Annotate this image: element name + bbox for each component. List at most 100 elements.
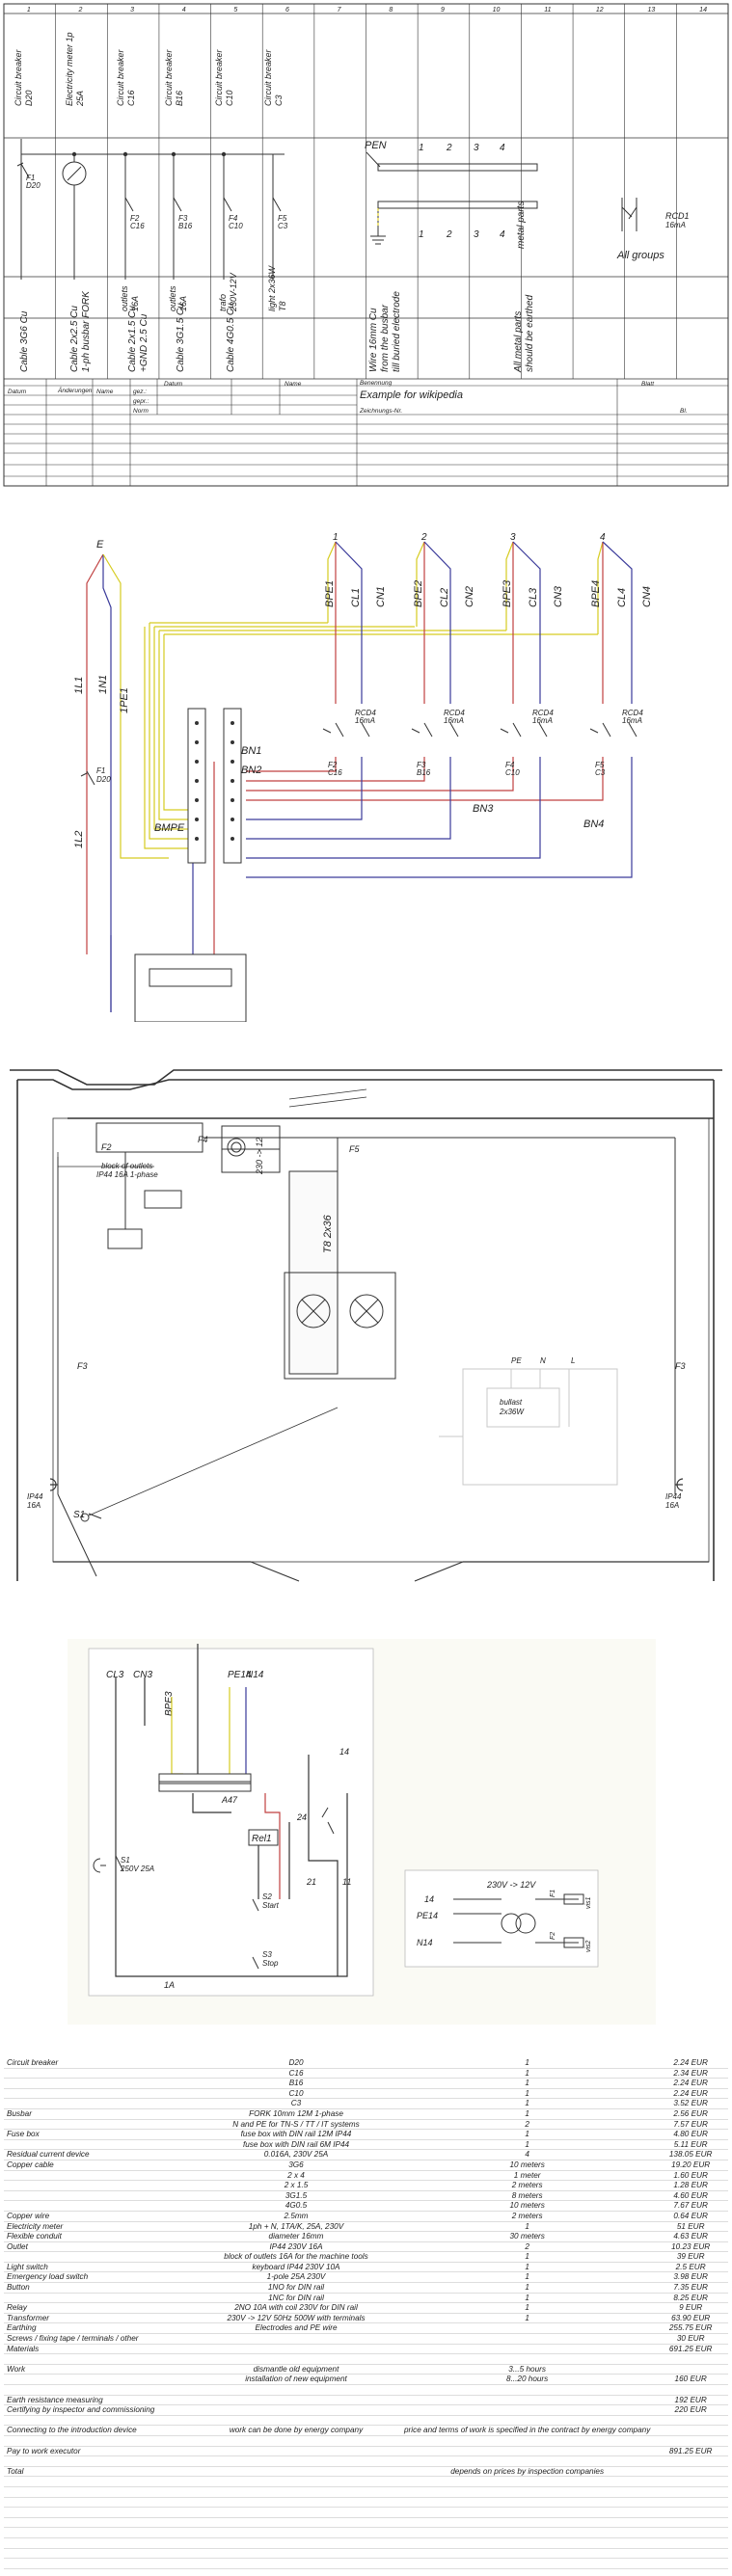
cable-label: Cable 3G1.5 Cu <box>176 303 186 372</box>
cable-label: Cable 2x1.5 Cu <box>127 306 138 372</box>
s2-name: S2 <box>262 1892 272 1901</box>
item-cell: Fuse box <box>4 2129 191 2140</box>
description-cell: B16 <box>191 2078 401 2089</box>
item-cell: Total <box>4 2466 191 2478</box>
breaker-rating: B16 <box>178 222 193 230</box>
price-cell: 5.11 EUR <box>653 2139 728 2151</box>
description-cell <box>191 2404 401 2416</box>
item-cell: Button <box>4 2282 191 2294</box>
description-cell: 2 x 4 <box>191 2170 401 2182</box>
terminal-number: 14 <box>339 1747 349 1757</box>
item-cell: Residual current device <box>4 2149 191 2160</box>
wire-label: CL3 <box>528 587 539 607</box>
item-cell <box>4 2455 191 2467</box>
quantity-cell <box>401 2548 654 2560</box>
trafo-title: 230V -> 12V <box>486 1880 536 1890</box>
description-cell <box>191 2435 401 2447</box>
quantity-cell <box>401 2497 654 2509</box>
wire-label: 1PE1 <box>119 687 130 713</box>
rcd-name: RCD4 <box>355 709 376 717</box>
quantity-cell: 1 <box>401 2271 654 2284</box>
s1-rating: 250V 25A <box>120 1865 154 1873</box>
mid-label-line1: outlets <box>168 285 177 311</box>
item-cell: Copper cable <box>4 2160 191 2171</box>
cable-label: Wire 16mm Cu <box>368 308 379 372</box>
item-cell <box>4 2415 191 2427</box>
price-cell: 4.80 EUR <box>653 2129 728 2140</box>
description-cell: N and PE for TN-S / TT / IT systems <box>191 2119 401 2131</box>
wire-label: BPE2 <box>413 580 424 607</box>
rcd-rating: 16mA <box>665 221 686 229</box>
terminal-number: 1A <box>164 1980 175 1990</box>
tb-aenderungen: Änderungen <box>57 387 93 394</box>
terminal-number-top: 2 <box>446 143 452 153</box>
quantity-cell: price and terms of work is specified in … <box>401 2425 654 2436</box>
column-number: 14 <box>699 7 707 13</box>
description-cell <box>191 2466 401 2478</box>
quantity-cell: 2 meters <box>401 2180 654 2191</box>
top-label-line2: C10 <box>225 90 234 106</box>
phase-label: 3 <box>510 532 516 543</box>
table-row <box>4 2517 728 2529</box>
breaker-rating: C10 <box>505 768 520 777</box>
item-cell: Flexible conduit <box>4 2231 191 2242</box>
table-row <box>4 2537 728 2549</box>
item-cell <box>4 2537 191 2549</box>
table-row <box>4 2558 728 2569</box>
item-cell: Certifying by inspector and commissionin… <box>4 2404 191 2416</box>
breaker-name: F4 <box>505 761 515 769</box>
cable-label: should be earthed <box>525 294 535 372</box>
quantity-cell: 1 <box>401 2293 654 2304</box>
quantity-cell: depends on prices by inspection companie… <box>401 2466 654 2478</box>
description-cell: 0.016A, 230V 25A <box>191 2149 401 2160</box>
quantity-cell: 8 meters <box>401 2190 654 2202</box>
quantity-cell: 3...5 hours <box>401 2364 654 2375</box>
quantity-cell: 1 <box>401 2262 654 2273</box>
price-cell: 2.24 EUR <box>653 2058 728 2069</box>
wire-label: CL4 <box>616 588 628 607</box>
breaker-rating: D20 <box>26 181 41 190</box>
tb-name: Name <box>96 389 114 395</box>
item-cell <box>4 2139 191 2151</box>
item-cell <box>4 2548 191 2560</box>
column-number: 9 <box>441 7 445 13</box>
tb-gez: gez.: <box>133 389 147 395</box>
item-cell <box>4 2088 191 2100</box>
outlet-right-label: IP44 <box>665 1492 682 1501</box>
top-label: N14 <box>246 1670 264 1680</box>
wire-label: 1L1 <box>73 677 85 694</box>
description-cell: 1NC for DIN rail <box>191 2293 401 2304</box>
wire-label: 1N1 <box>97 675 109 694</box>
all-groups-label: All groups <box>616 250 664 261</box>
price-cell: 138.05 EUR <box>653 2149 728 2160</box>
rcd-rating: 16mA <box>444 716 464 725</box>
item-cell: Work <box>4 2364 191 2375</box>
quantity-cell <box>401 2527 654 2538</box>
breaker-rating: C3 <box>595 768 606 777</box>
item-cell: Connecting to the introduction device <box>4 2425 191 2436</box>
item-cell: Earth resistance measuring <box>4 2395 191 2406</box>
quantity-cell <box>401 2446 654 2457</box>
breaker-rating: B16 <box>417 768 431 777</box>
top-label-line1: Circuit breaker <box>164 48 174 106</box>
quantity-cell: 4 <box>401 2149 654 2160</box>
description-cell <box>191 2507 401 2518</box>
circuit-label: F3 <box>77 1361 88 1371</box>
description-cell <box>191 2517 401 2529</box>
rcd-name: RCD1 <box>665 211 690 221</box>
table-row: Total depends on prices by inspection com… <box>4 2466 728 2478</box>
price-cell: 4.63 EUR <box>653 2231 728 2242</box>
wire-label: CL1 <box>350 588 362 607</box>
item-cell: Emergency load switch <box>4 2271 191 2284</box>
quantity-cell: 1 <box>401 2282 654 2294</box>
top-label-line1: Circuit breaker <box>263 48 273 106</box>
s2-f1-name: F1 <box>96 766 105 775</box>
item-cell <box>4 2190 191 2202</box>
